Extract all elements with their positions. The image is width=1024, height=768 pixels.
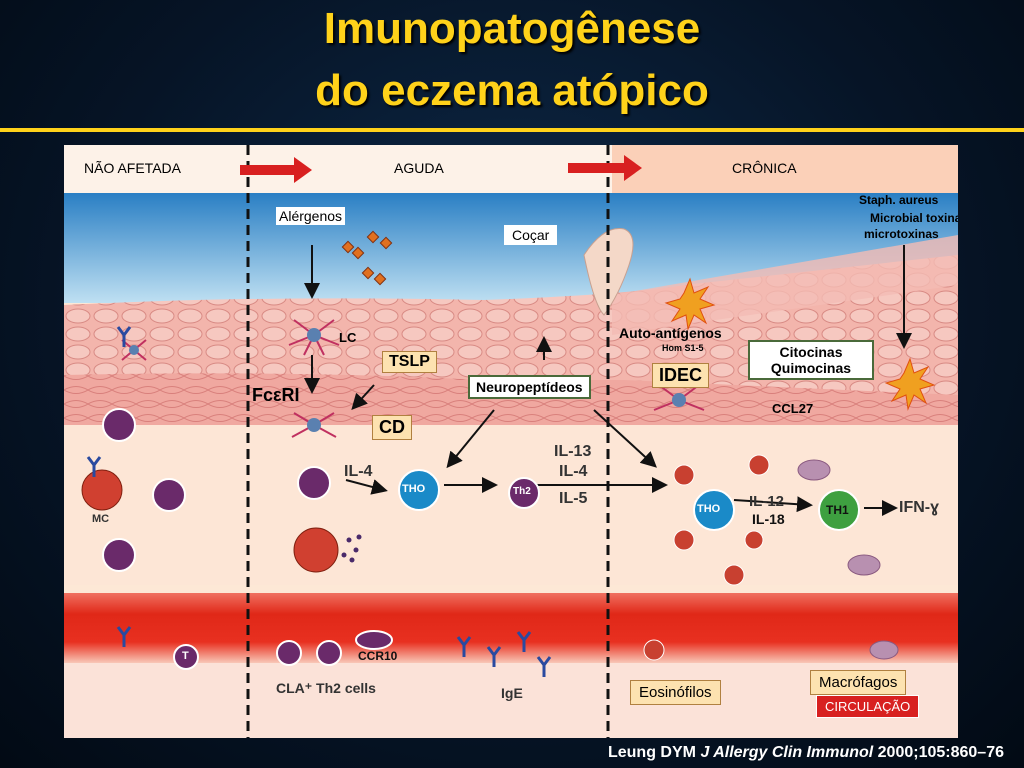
diagram-panel: NÃO AFETADA AGUDA CRÔNICA Alérgenos Coça… [64,145,958,738]
label-microtoxins: microtoxinas [864,227,939,241]
label-allergens: Alérgenos [276,207,346,225]
label-mc: MC [92,513,110,525]
citation-ref: 2000;105:860–76 [877,744,1004,761]
label-il18: IL-18 [752,511,785,527]
label-circulation: CIRCULAÇÃO [816,695,920,718]
label-staph: Staph. aureus [859,193,939,207]
title-line1: Imunopatogênese [323,4,701,53]
label-homs: Hom S1-5 [662,343,704,353]
label-cla-th2: CLA⁺ Th2 cells [276,680,376,696]
label-neuropeptides: Neuropeptídeos [468,375,591,399]
label-toxins: Microbial toxinas [870,211,958,225]
label-tho-chronic: THO [697,503,721,515]
label-ifn: IFN-ɣ [899,499,939,516]
label-il4-acute: IL-4 [344,463,373,480]
label-fceri: FcεRI [252,385,300,405]
title-divider [0,128,1024,132]
label-tho-acute: THO [402,483,426,495]
label-th1: TH1 [826,503,849,517]
stage-acute: AGUDA [394,160,444,176]
label-ccl27: CCL27 [772,401,814,416]
title-line2: do eczema atópico [315,66,709,115]
label-chemokines: Quimocinas [770,360,852,376]
citation: Leung DYM J Allergy Clin Immunol 2000;10… [608,744,1004,762]
label-tslp: TSLP [382,351,437,373]
label-il12: IL-12 [749,493,785,510]
label-macrophages: Macrófagos [810,670,907,695]
label-ccr10: CCR10 [358,649,398,663]
label-ige: IgE [501,685,523,701]
label-il13: IL-13 [554,443,592,460]
label-cd: CD [372,415,412,440]
label-th2: Th2 [513,486,531,497]
label-t-cell: T [182,650,189,662]
label-idec: IDEC [652,363,710,388]
citation-authors: Leung DYM [607,744,696,761]
label-cytokines: Citocinas [779,344,843,360]
stage-chronic: CRÔNICA [732,160,797,176]
label-scratching: Coçar [504,225,558,245]
diagram-art [64,145,958,738]
label-lc: LC [339,330,357,345]
label-il5: IL-5 [559,490,588,507]
label-eosinophils: Eosinófilos [630,680,721,705]
cytokine-box: Citocinas Quimocinas [748,340,874,380]
citation-journal: J Allergy Clin Immunol [700,744,874,761]
stage-unaffected: NÃO AFETADA [84,160,181,176]
label-il4-chronic: IL-4 [559,463,588,480]
label-autoantigens: Auto-antígenos [619,325,722,341]
